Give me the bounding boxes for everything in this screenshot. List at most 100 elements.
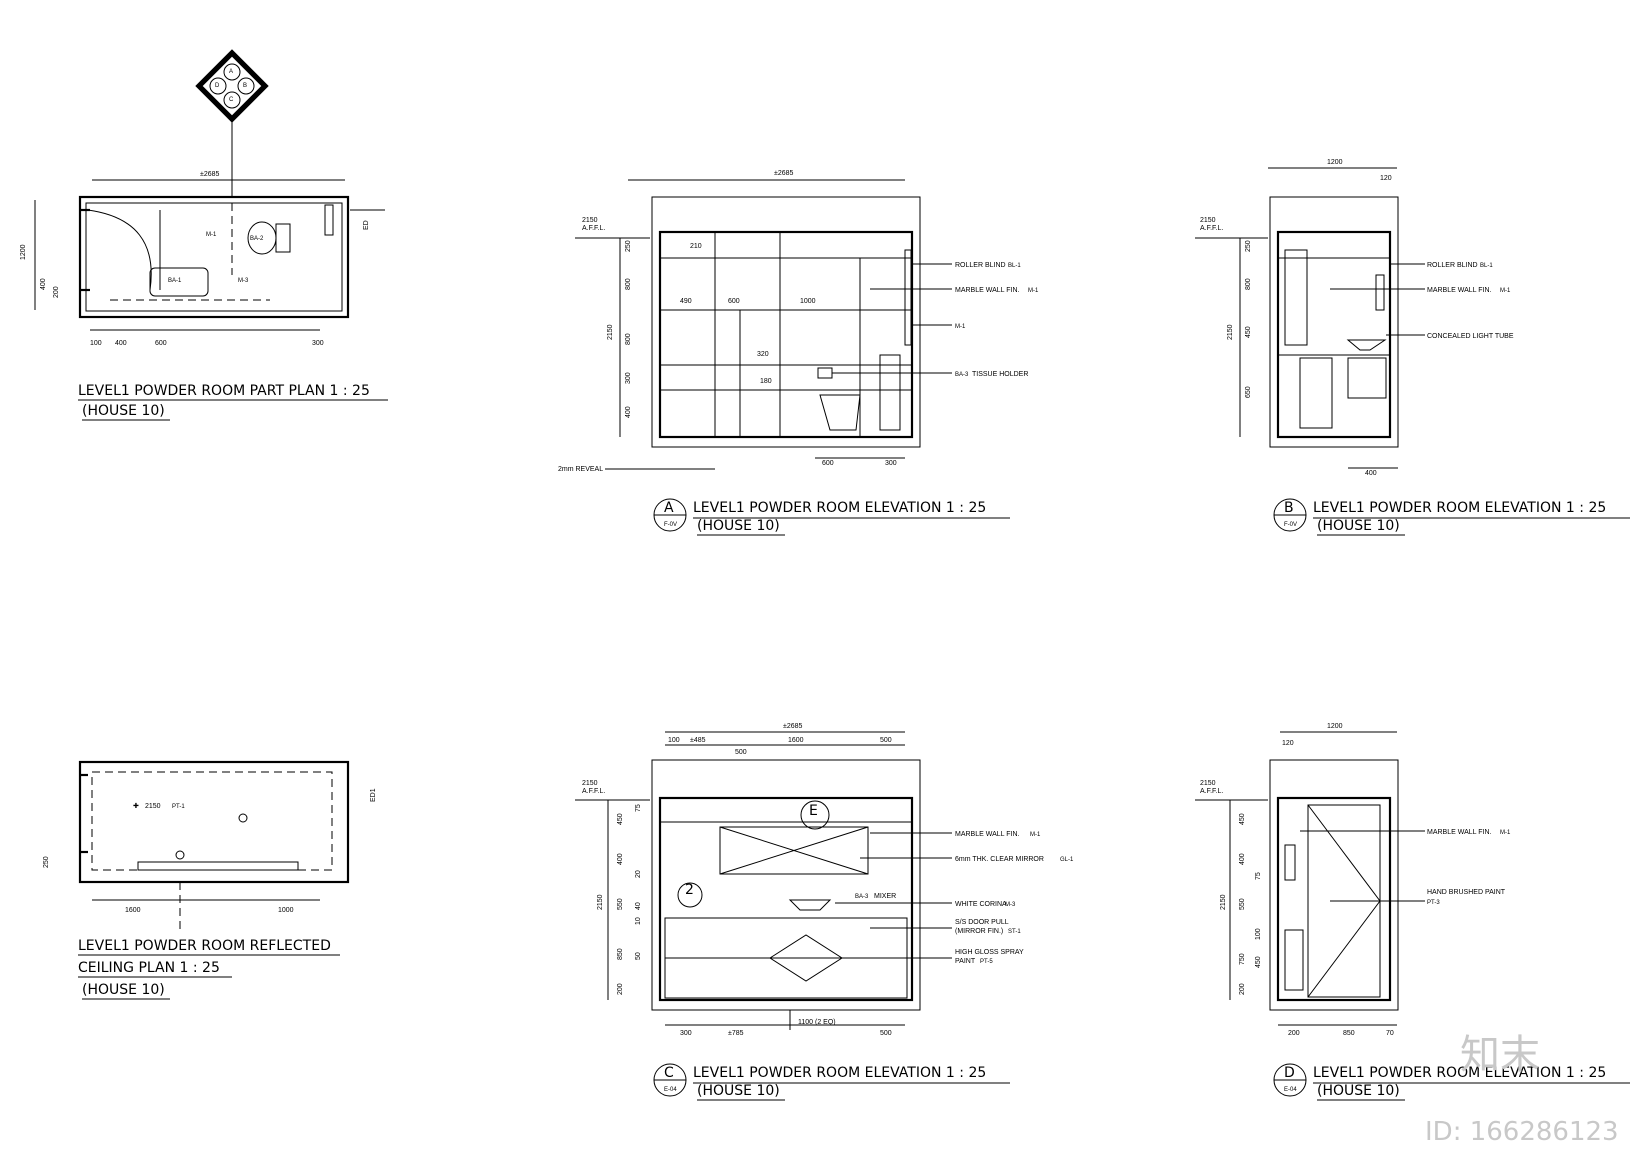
eb-b400: 400 xyxy=(1365,470,1377,477)
ec-note1: MARBLE WALL FIN. xyxy=(955,831,1019,838)
ea-d180: 180 xyxy=(760,378,772,385)
ec-v400: 400 xyxy=(617,853,624,865)
watermark-brand: 知末 xyxy=(1460,1032,1540,1078)
ed-ref: E-04 xyxy=(1284,1087,1297,1093)
eb-subtitle: (HOUSE 10) xyxy=(1317,518,1400,534)
dim-100: 100 xyxy=(90,340,102,347)
ec-t1600: 1600 xyxy=(788,737,804,744)
ec-level: 2150 xyxy=(582,780,598,787)
ec-t500b: 500 xyxy=(880,737,892,744)
ec-note4b: (MIRROR FIN.) xyxy=(955,928,1003,935)
ec-v50: 50 xyxy=(635,952,642,960)
ed-v100: 100 xyxy=(1255,928,1262,940)
reflected-ceiling-plan: ✚ 2150 PT-1 1600 1000 250 ED1 LEVEL1 POW… xyxy=(43,760,377,1000)
tag-m3: M-3 xyxy=(238,278,249,284)
ea-note1: ROLLER BLIND xyxy=(955,262,1006,269)
ed-note1: MARBLE WALL FIN. xyxy=(1427,829,1491,836)
rcp-note: ✚ xyxy=(133,802,139,810)
rcp-ed1: ED1 xyxy=(370,788,377,802)
ea-note4-tag: BA-3 xyxy=(955,372,969,378)
eb-top: 1200 xyxy=(1327,159,1343,166)
ea-v400: 400 xyxy=(625,406,632,418)
ec-note3-tag: M-3 xyxy=(1005,902,1016,908)
ec-afl: A.F.F.L. xyxy=(582,788,605,795)
ea-note2-tag: M-1 xyxy=(1028,288,1039,294)
eb-note1: ROLLER BLIND xyxy=(1427,262,1478,269)
ed-v550: 550 xyxy=(1239,898,1246,910)
dim-400: 400 xyxy=(115,340,127,347)
dim-v200: 200 xyxy=(53,286,60,298)
rcp-height: 2150 xyxy=(145,803,161,810)
ea-d600: 600 xyxy=(728,298,740,305)
elevation-d: 1200 120 2150 A.F.F.L. 2150 450 400 550 … xyxy=(1195,723,1630,1101)
ea-subtitle: (HOUSE 10) xyxy=(697,518,780,534)
ea-v250: 250 xyxy=(625,240,632,252)
ec-note5b: PAINT xyxy=(955,958,976,965)
ea-v300: 300 xyxy=(625,372,632,384)
eb-note1-tag: BL-1 xyxy=(1480,263,1493,269)
ec-b1100: 1100 (2 EQ) xyxy=(798,1019,836,1026)
ec-note2-tag: GL-1 xyxy=(1060,857,1074,863)
ec-v20: 20 xyxy=(635,870,642,878)
ed-v200: 200 xyxy=(1239,983,1246,995)
key-plan-symbol: A B C D xyxy=(195,49,269,190)
key-letter-c: C xyxy=(229,97,234,103)
ed-v400: 400 xyxy=(1239,853,1246,865)
ec-h2150: 2150 xyxy=(597,894,604,910)
ea-h2150: 2150 xyxy=(607,324,614,340)
ed-note2-tag: PT-3 xyxy=(1427,900,1440,906)
ec-v75: 75 xyxy=(635,804,642,812)
ea-b300: 300 xyxy=(885,460,897,467)
ed-b200: 200 xyxy=(1288,1030,1300,1037)
ed-v450b: 450 xyxy=(1255,956,1262,968)
eb-v800: 800 xyxy=(1245,278,1252,290)
key-letter-a: A xyxy=(229,69,233,75)
rcp-subtitle: (HOUSE 10) xyxy=(82,982,165,998)
part-plan: ±2685 M-1 BA-2 BA-1 M-3 1200 400 200 100… xyxy=(20,171,388,421)
ec-v450: 450 xyxy=(617,813,624,825)
ec-t500a: 500 xyxy=(735,749,747,756)
ec-e-marker: E xyxy=(809,803,818,819)
eb-ref: F-0V xyxy=(1284,522,1297,528)
rcp-title2: CEILING PLAN 1 : 25 xyxy=(78,960,220,976)
ec-note1-tag: M-1 xyxy=(1030,832,1041,838)
key-letter-b: B xyxy=(243,83,247,89)
tag-ba2: BA-2 xyxy=(250,236,264,242)
ec-mixer: MIXER xyxy=(874,893,896,900)
watermark-id: ID: 166286123 xyxy=(1425,1117,1619,1147)
ea-title: LEVEL1 POWDER ROOM ELEVATION 1 : 25 xyxy=(693,500,986,516)
ea-note1-tag: BL-1 xyxy=(1008,263,1021,269)
ec-ref: E-04 xyxy=(664,1087,677,1093)
rcp-1000: 1000 xyxy=(278,907,294,914)
rcp-1600: 1600 xyxy=(125,907,141,914)
ec-note3: WHITE CORINA xyxy=(955,901,1007,908)
dim-300: 300 xyxy=(312,340,324,347)
ea-v800a: 800 xyxy=(625,278,632,290)
ec-note4-tag: ST-1 xyxy=(1008,929,1021,935)
eb-note3: CONCEALED LIGHT TUBE xyxy=(1427,333,1514,340)
ed-b70: 70 xyxy=(1386,1030,1394,1037)
dim-v400: 400 xyxy=(40,278,47,290)
ed-h2150: 2150 xyxy=(1220,894,1227,910)
ea-d490: 490 xyxy=(680,298,692,305)
ed-note2: HAND BRUSHED PAINT xyxy=(1427,889,1506,896)
eb-level: 2150 xyxy=(1200,217,1216,224)
ec-mixer-tag: BA-3 xyxy=(855,894,869,900)
ed-level: 2150 xyxy=(1200,780,1216,787)
ec-subtitle: (HOUSE 10) xyxy=(697,1083,780,1099)
eb-note2: MARBLE WALL FIN. xyxy=(1427,287,1491,294)
ea-b600: 600 xyxy=(822,460,834,467)
ec-overall: ±2685 xyxy=(783,723,803,730)
ed-v450: 450 xyxy=(1239,813,1246,825)
ea-note3-tag: M-1 xyxy=(955,324,966,330)
elevation-a: ±2685 2150 A.F.F.L. 2150 250 800 800 300… xyxy=(558,170,1039,536)
ed-v750: 750 xyxy=(1239,953,1246,965)
ea-level: 2150 xyxy=(582,217,598,224)
ec-title: LEVEL1 POWDER ROOM ELEVATION 1 : 25 xyxy=(693,1065,986,1081)
dim-600: 600 xyxy=(155,340,167,347)
ed-t120: 120 xyxy=(1282,740,1294,747)
ed-b850: 850 xyxy=(1343,1030,1355,1037)
ec-b300: 300 xyxy=(680,1030,692,1037)
ec-v10: 10 xyxy=(635,917,642,925)
ec-note5: HIGH GLOSS SPRAY xyxy=(955,949,1024,956)
